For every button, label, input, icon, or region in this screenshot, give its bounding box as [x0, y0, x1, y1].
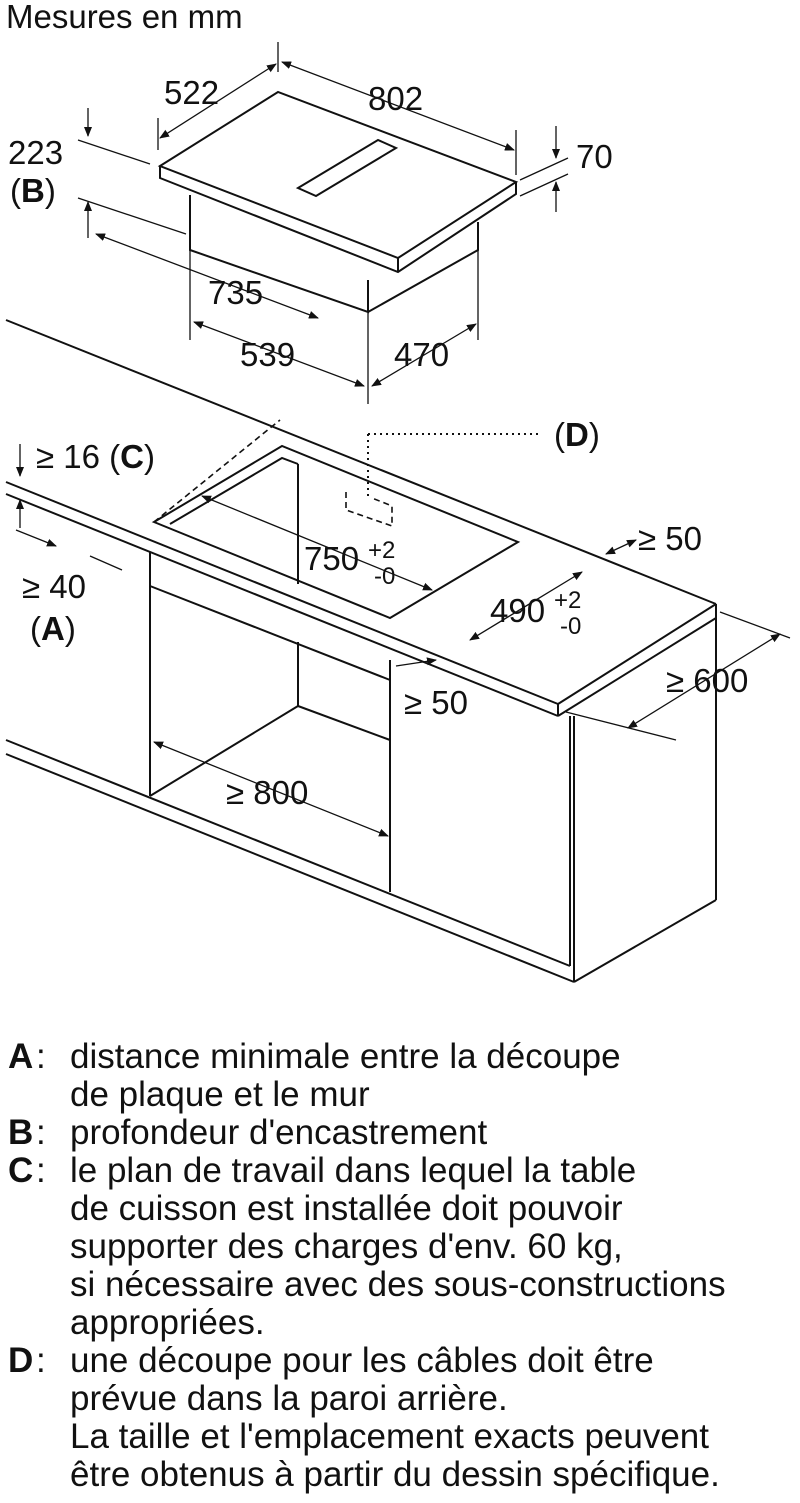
dim-490: 490+2-0	[490, 587, 581, 640]
legend-key: C	[8, 1151, 34, 1190]
dim-16: ≥ 16 (C)	[36, 438, 155, 475]
label-b: (B)	[10, 172, 56, 209]
dim-50-mid: ≥ 50	[404, 684, 468, 721]
legend-text: distance minimale entre la découpe de pl…	[70, 1037, 621, 1114]
dim-522: 522	[164, 74, 219, 111]
legend-item-c: C : le plan de travail dans lequel la ta…	[8, 1152, 798, 1342]
cabinet-drawing	[5, 319, 717, 983]
cabinet-dimensions	[15, 444, 791, 837]
dim-70: 70	[576, 138, 613, 175]
dim-735: 735	[208, 274, 263, 311]
legend-text: profondeur d'encastrement	[70, 1113, 488, 1152]
dim-50-right: ≥ 50	[638, 520, 702, 557]
dim-800: ≥ 800	[226, 774, 308, 811]
legend-key: B	[8, 1113, 34, 1152]
legend-item-a: A : distance minimale entre la découpe d…	[8, 1038, 798, 1114]
legend-text: le plan de travail dans lequel la table …	[70, 1151, 726, 1342]
legend-item-d: D : une découpe pour les câbles doit êtr…	[8, 1342, 798, 1494]
legend-key: A	[8, 1037, 34, 1076]
dim-470: 470	[394, 336, 449, 373]
diagram-title: Mesures en mm	[6, 0, 243, 35]
dim-802: 802	[368, 80, 423, 117]
dim-750: 750+2-0	[304, 537, 395, 590]
dim-600: ≥ 600	[666, 662, 748, 699]
dim-223: 223	[8, 134, 63, 171]
dim-539: 539	[240, 336, 295, 373]
label-a: (A)	[30, 610, 76, 647]
legend-key: D	[8, 1341, 34, 1380]
installation-diagram: Mesures en mm 522 802 223	[5, 0, 791, 983]
legend-item-b: B : profondeur d'encastrement	[8, 1114, 798, 1152]
legend: A : distance minimale entre la découpe d…	[8, 1038, 798, 1494]
dim-40: ≥ 40	[22, 568, 86, 605]
cooktop-dimensions	[77, 42, 569, 404]
label-d: (D)	[554, 416, 600, 453]
legend-text: une découpe pour les câbles doit être pr…	[70, 1341, 720, 1494]
